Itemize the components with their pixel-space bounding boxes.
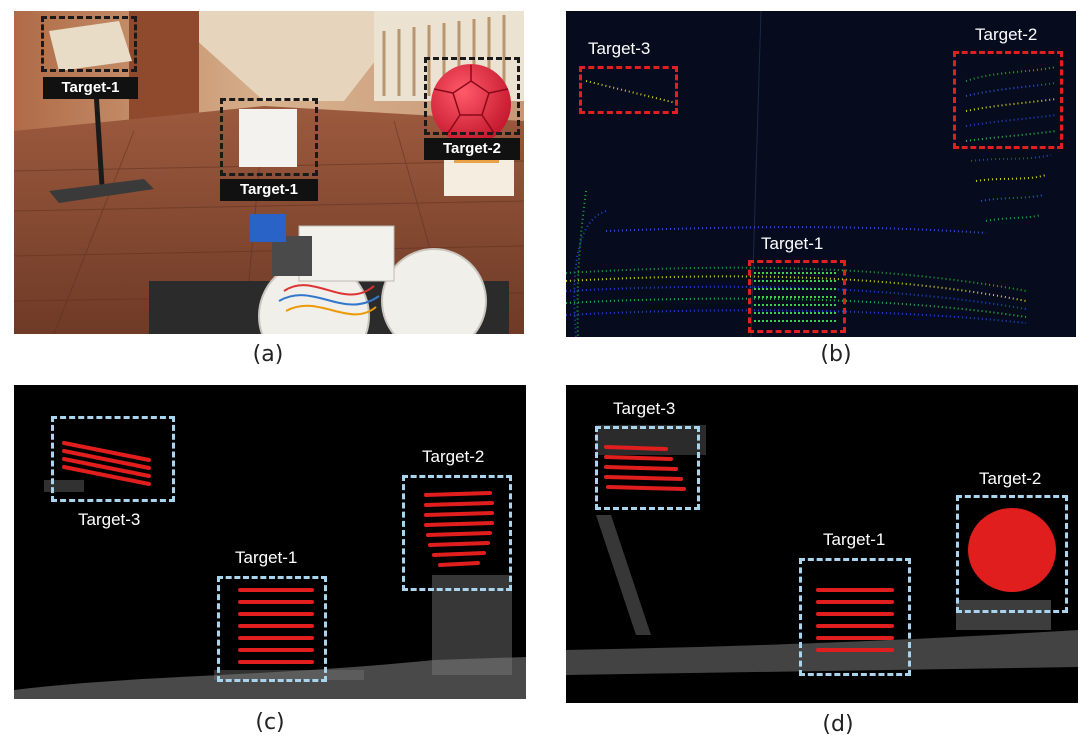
target-label: Target-3 xyxy=(78,510,141,529)
target-box-d-2 xyxy=(956,495,1068,613)
target-box-b-3 xyxy=(579,66,678,114)
target-label: Target-3 xyxy=(588,39,651,58)
segmented-pointcloud xyxy=(14,441,526,699)
white-box xyxy=(239,109,297,167)
target-box-d-3 xyxy=(595,426,700,510)
target-box-b-1 xyxy=(748,260,846,333)
raw-pointcloud xyxy=(566,11,1057,337)
target-label: Target-1 xyxy=(235,548,298,567)
caption-b: (b) xyxy=(820,342,852,367)
target-box-a-1 xyxy=(41,16,137,72)
target-label: Target-2 xyxy=(975,25,1038,44)
panel-b-raw-pointcloud: Target-3 Target-2 Target-1 xyxy=(566,11,1076,337)
target-box-c-2 xyxy=(402,475,512,591)
red-ball xyxy=(431,64,511,144)
target-label: Target-3 xyxy=(613,399,676,418)
target-box-a-2 xyxy=(220,98,318,176)
box-on-stand xyxy=(49,21,132,71)
caption-a: (a) xyxy=(252,342,284,367)
target-label: Target-2 xyxy=(422,447,485,466)
target-label: Target-2 xyxy=(424,138,520,160)
panel-a-photo: Target-1 Target-1 Target-2 xyxy=(14,11,524,334)
target-box-d-1 xyxy=(799,558,911,676)
target-box-c-3 xyxy=(51,416,175,502)
target-box-b-2 xyxy=(953,51,1063,149)
caption-c: (c) xyxy=(255,710,285,735)
target-box-a-3 xyxy=(424,57,520,135)
caption-d: (d) xyxy=(822,712,854,737)
target-label: Target-1 xyxy=(220,179,318,201)
target-label: Target-1 xyxy=(823,530,886,549)
photo-scene xyxy=(14,11,524,334)
target-box-c-1 xyxy=(217,576,327,682)
target-label: Target-2 xyxy=(979,469,1042,488)
segmented-pointcloud xyxy=(566,425,1078,675)
panel-c-segmented-pointcloud: Target-3 Target-2 Target-1 xyxy=(14,385,526,699)
target-label: Target-1 xyxy=(761,234,824,253)
target-label: Target-1 xyxy=(43,77,138,99)
panel-d-segmented-pointcloud: Target-3 Target-2 Target-1 xyxy=(566,385,1078,703)
